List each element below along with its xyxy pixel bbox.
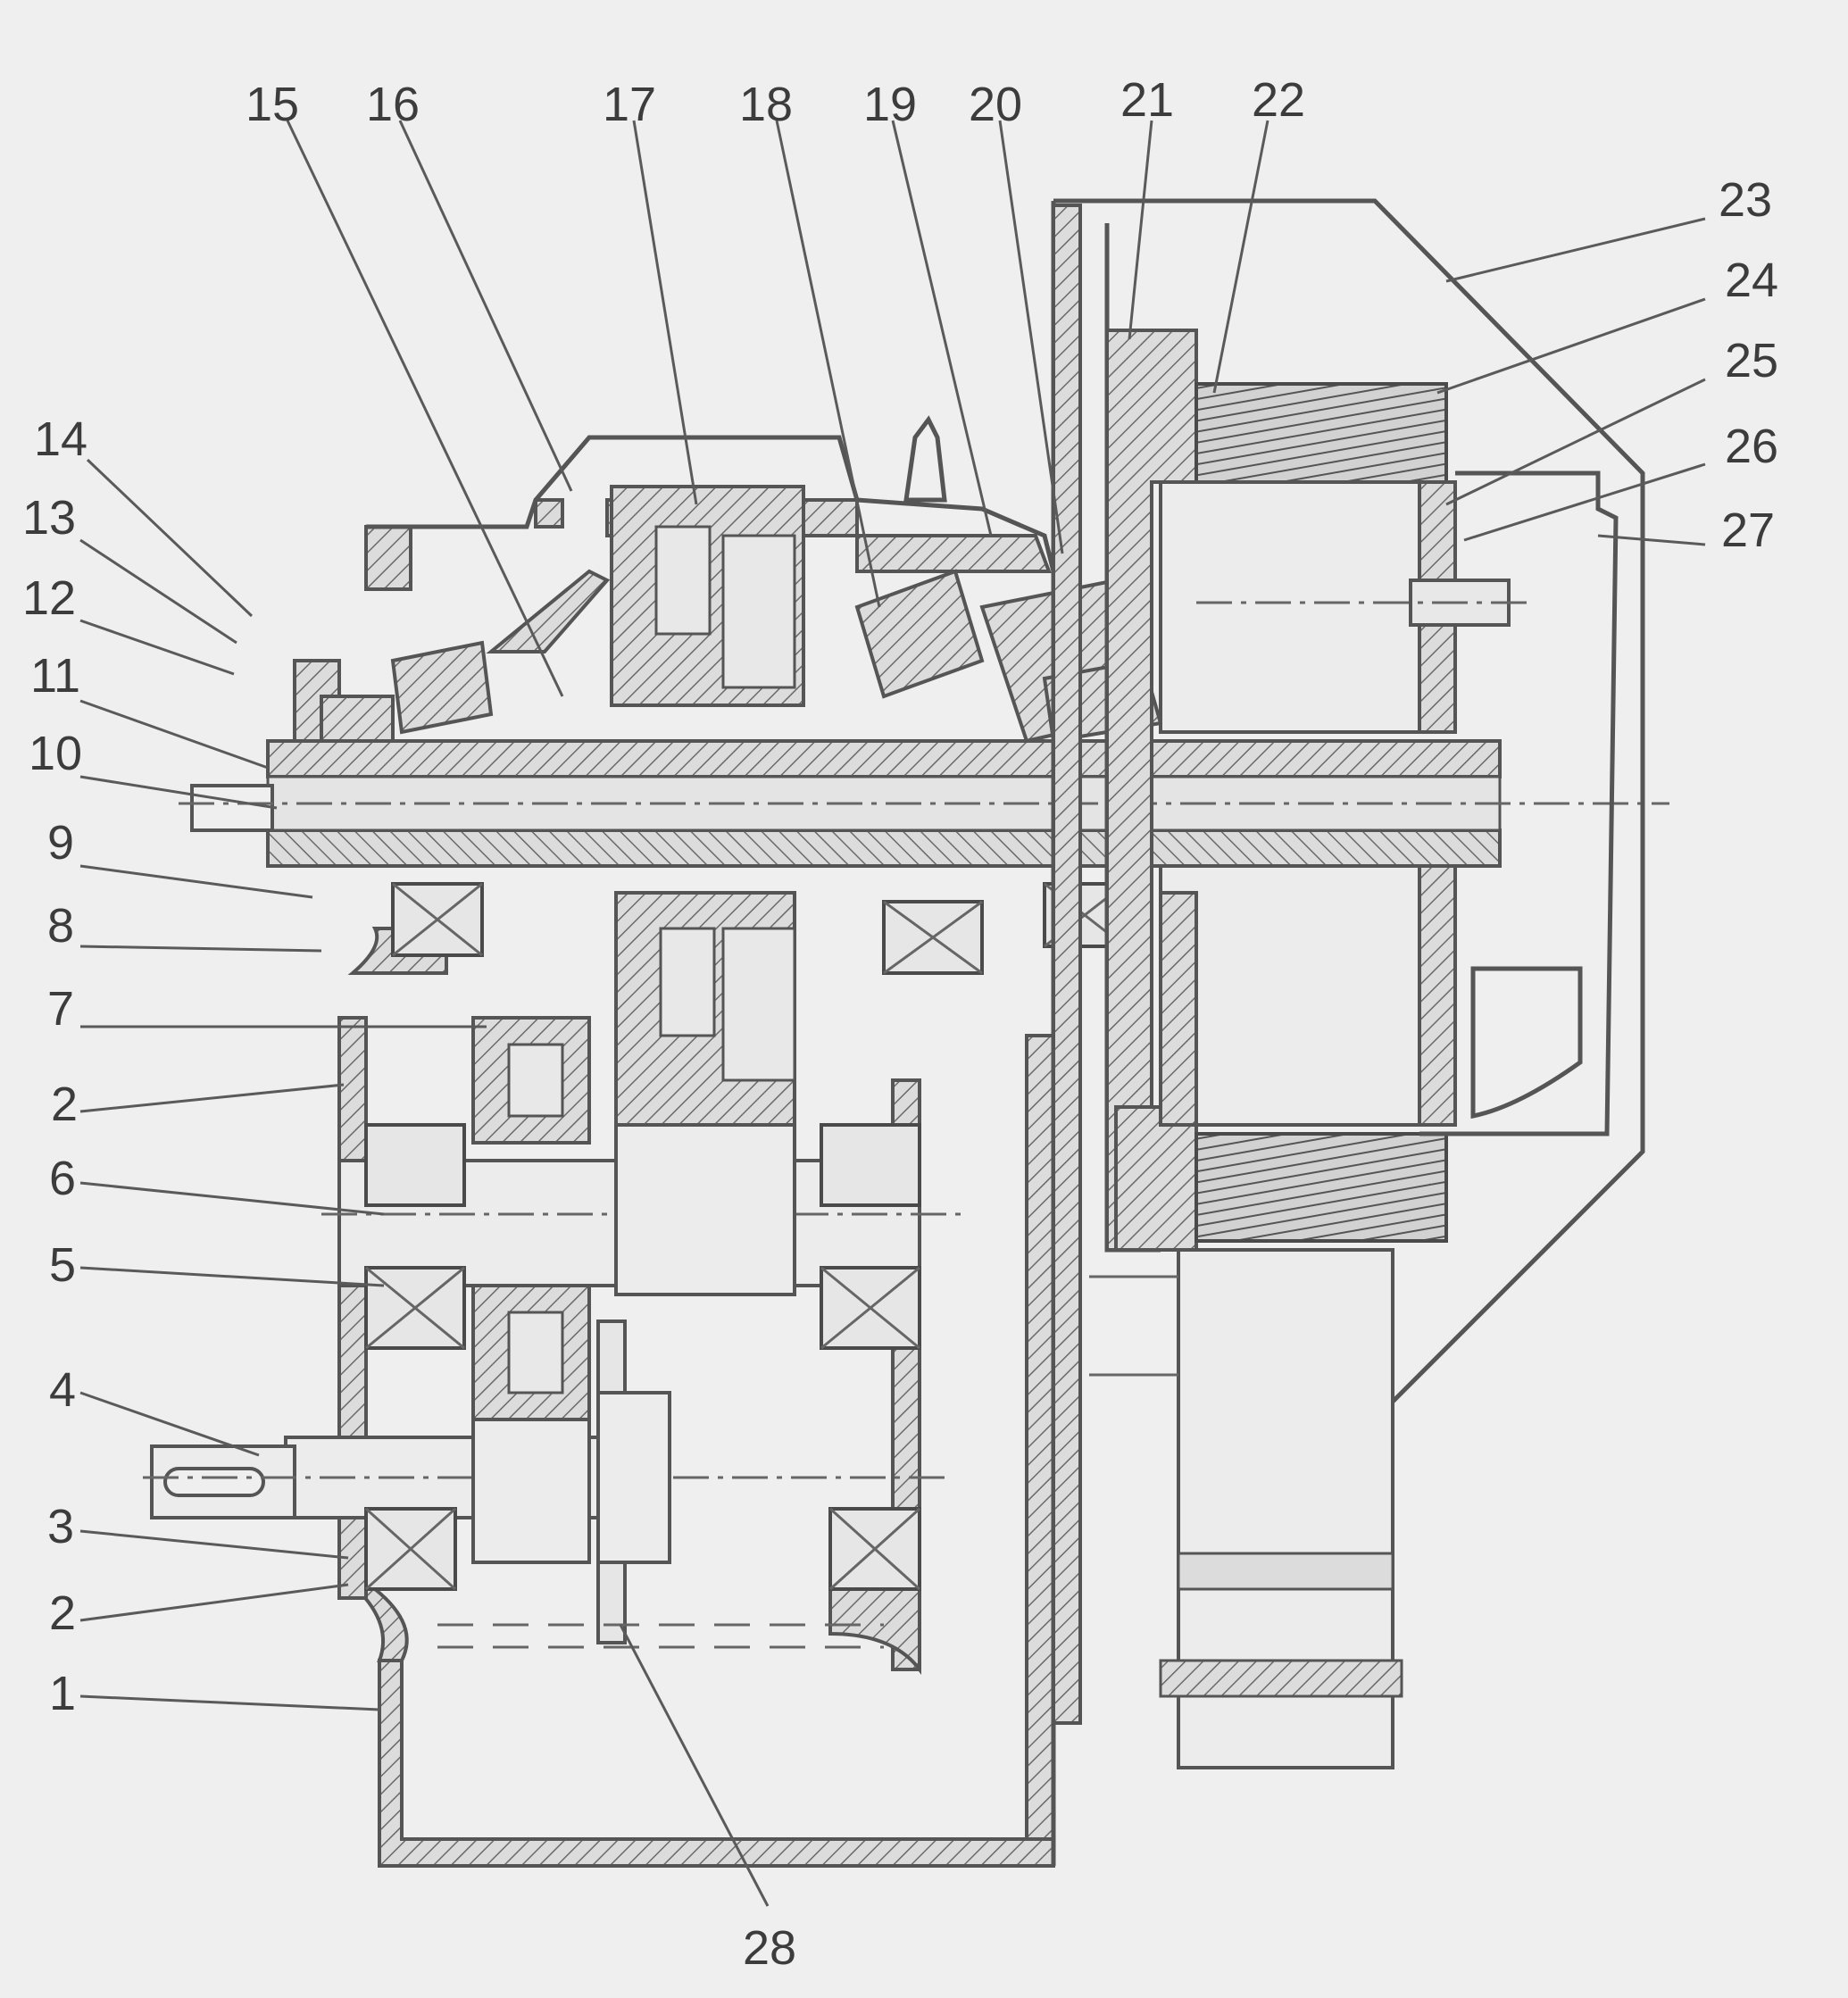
label-13: 13 xyxy=(22,491,76,545)
label-24: 24 xyxy=(1725,254,1778,307)
label-12: 12 xyxy=(22,571,76,625)
label-25: 25 xyxy=(1725,334,1778,387)
label-10: 10 xyxy=(29,727,82,780)
label-11: 11 xyxy=(30,649,80,703)
label-7: 7 xyxy=(47,982,74,1036)
label-9: 9 xyxy=(47,816,74,870)
label-26: 26 xyxy=(1725,420,1778,473)
label-6: 6 xyxy=(49,1152,76,1205)
label-23: 23 xyxy=(1719,173,1772,227)
label-28: 28 xyxy=(743,1921,796,1975)
motor-housing xyxy=(1051,198,1645,1866)
label-27: 27 xyxy=(1721,504,1775,557)
label-15: 15 xyxy=(246,78,299,131)
terminal-box xyxy=(1089,1248,1403,1769)
label-17: 17 xyxy=(603,78,656,131)
oil-splash-wheel xyxy=(596,1320,671,1644)
label-1: 1 xyxy=(49,1667,76,1720)
label-2-lower: 2 xyxy=(49,1586,76,1640)
label-8: 8 xyxy=(47,899,74,953)
label-3: 3 xyxy=(47,1500,74,1553)
label-19: 19 xyxy=(863,78,917,131)
label-21: 21 xyxy=(1120,73,1174,127)
large-gear-upper xyxy=(610,485,805,707)
pinion-gear xyxy=(471,1016,591,1145)
label-16: 16 xyxy=(366,78,420,131)
leader-lines xyxy=(79,120,1706,1907)
output-gear xyxy=(471,1284,591,1564)
label-18: 18 xyxy=(739,78,793,131)
label-14: 14 xyxy=(34,412,87,466)
label-22: 22 xyxy=(1252,73,1305,127)
oil-level xyxy=(437,1623,884,1649)
main-shaft xyxy=(179,739,1669,868)
label-5: 5 xyxy=(49,1238,76,1292)
label-20: 20 xyxy=(969,78,1022,131)
label-2-upper: 2 xyxy=(51,1078,78,1131)
label-4: 4 xyxy=(49,1363,76,1417)
callout-labels: 15 16 17 18 19 20 21 22 23 24 25 26 27 1… xyxy=(22,73,1778,1975)
large-gear-lower xyxy=(614,891,796,1296)
